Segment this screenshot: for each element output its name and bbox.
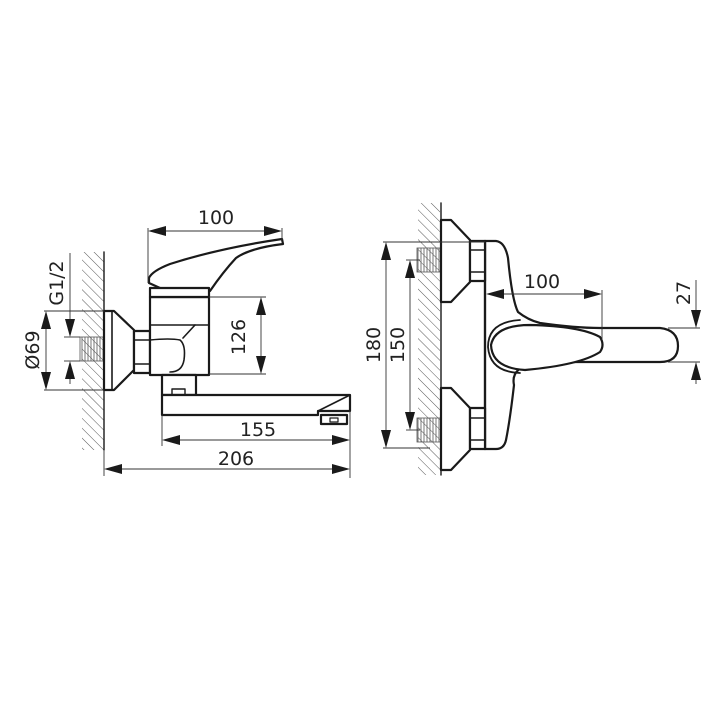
side-view: 100 126 155 206 Ø69 G1/2 [22, 207, 352, 478]
dim-connection-spacing: 150 [387, 327, 409, 363]
dim-lever-width: 27 [673, 281, 695, 305]
dim-lever-length: 100 [524, 271, 560, 293]
lever-handle [147, 237, 285, 293]
thread-pipe [79, 336, 105, 362]
escutcheon [102, 309, 136, 392]
spout-base [160, 373, 198, 397]
lever-paddle [489, 323, 604, 372]
mixer-body [148, 295, 211, 377]
hex-nut [132, 329, 152, 375]
thread-pipe-lower [416, 417, 442, 443]
dim-max-spacing: 180 [363, 327, 385, 363]
dim-body-height: 126 [228, 319, 250, 355]
dim-lever-reach: 100 [198, 207, 234, 229]
dim-spout-length: 155 [240, 419, 276, 441]
aerator [319, 413, 349, 426]
front-view: 180 150 100 27 [363, 202, 701, 476]
thread-pipe-upper [416, 247, 442, 273]
upper-escutcheon [439, 218, 472, 304]
dim-escutcheon-diameter: Ø69 [22, 330, 44, 369]
dim-thread-size: G1/2 [46, 260, 68, 305]
lower-escutcheon [439, 386, 472, 472]
dim-total-projection: 206 [218, 448, 254, 470]
spout [160, 393, 352, 417]
